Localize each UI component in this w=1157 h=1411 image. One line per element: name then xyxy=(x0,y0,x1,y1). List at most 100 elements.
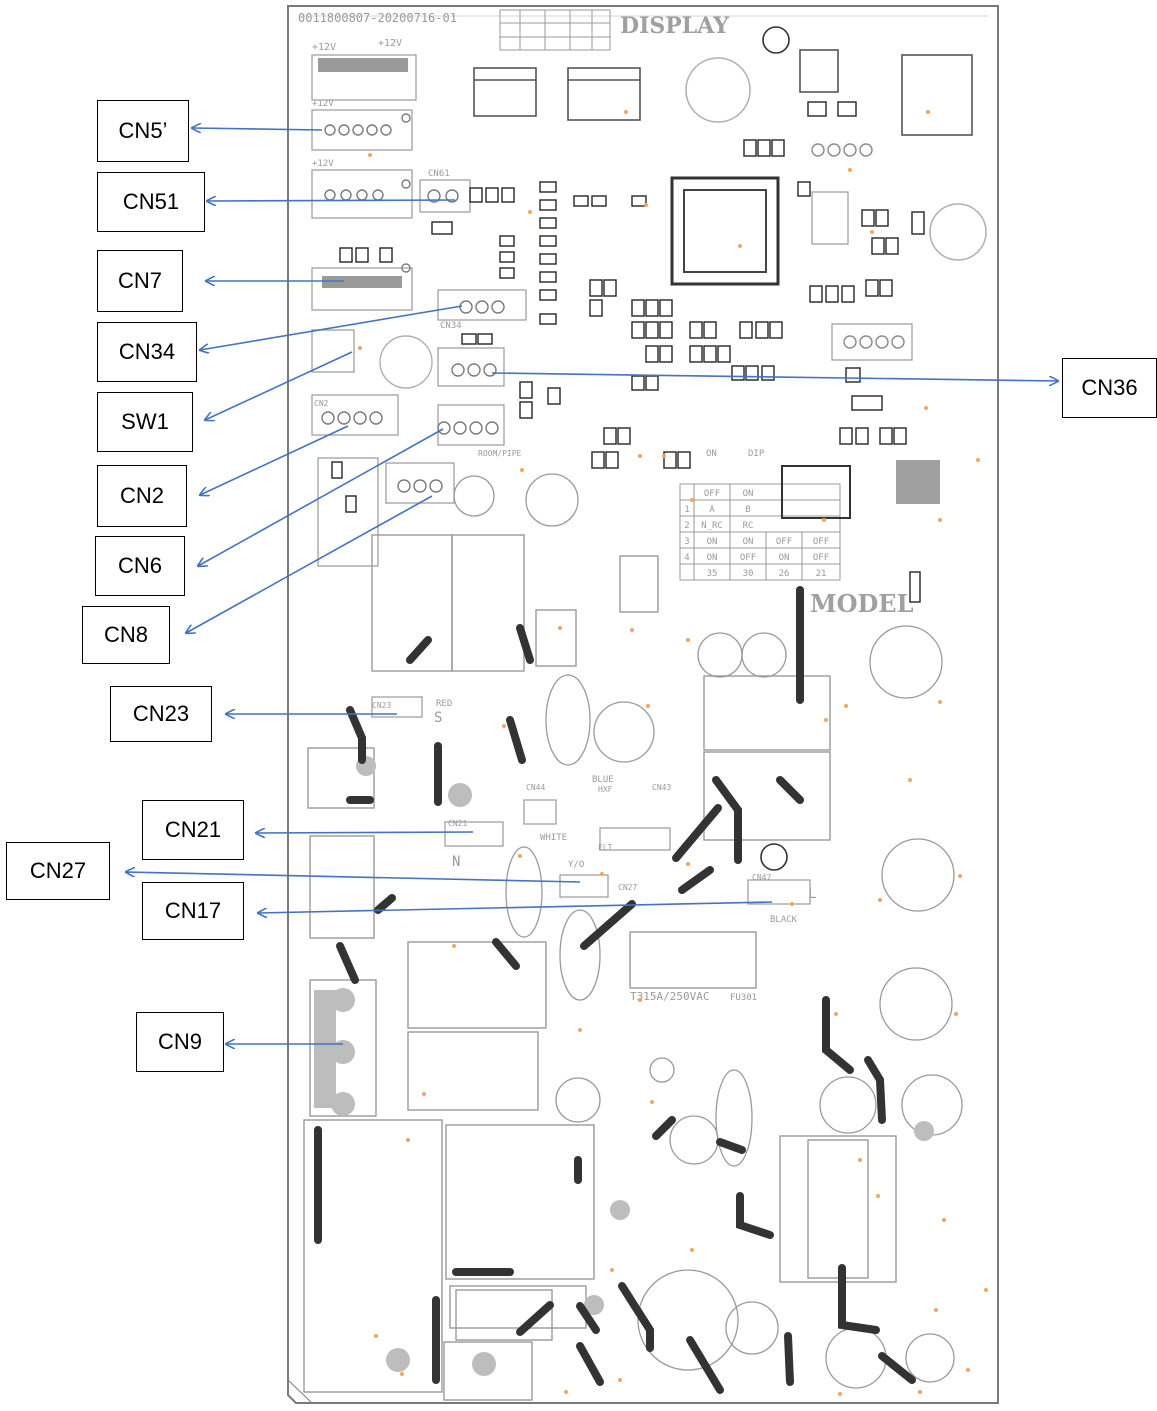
test-point-dot xyxy=(942,1218,946,1222)
relays xyxy=(303,534,897,1401)
dip-cell: OFF xyxy=(740,553,756,563)
test-point-dot xyxy=(690,1248,694,1252)
test-point-dot xyxy=(578,1028,582,1032)
callout-label: CN23 xyxy=(132,701,190,726)
callout-cn7: CN7 xyxy=(97,250,183,312)
test-point-dot xyxy=(520,468,524,472)
header-4pin xyxy=(831,323,913,361)
test-point-dot xyxy=(858,1158,862,1162)
silk-flt: FLT xyxy=(598,843,613,852)
callout-cn36: CN36 xyxy=(1062,358,1157,418)
silk-12v-a: +12V xyxy=(312,42,336,53)
callout-cn5p: CN5’ xyxy=(97,100,189,162)
test-point-dot xyxy=(422,1092,426,1096)
test-point-dot xyxy=(358,346,362,350)
test-point-dot xyxy=(610,1268,614,1272)
callout-cn27: CN27 xyxy=(6,842,110,900)
dip-cell: 26 xyxy=(779,569,790,579)
mcu-ic xyxy=(670,176,780,286)
test-point-dot xyxy=(924,406,928,410)
test-point-dot xyxy=(406,1138,410,1142)
callout-cn6: CN6 xyxy=(95,536,185,596)
regulator-ic xyxy=(781,465,851,519)
silk-cn2: CN2 xyxy=(314,399,329,408)
arrow-sw1 xyxy=(205,351,353,420)
test-points xyxy=(358,110,988,1396)
callout-cn2: CN2 xyxy=(97,465,187,527)
mount-hole xyxy=(762,26,790,54)
callout-sw1: SW1 xyxy=(97,392,193,452)
callout-label: CN9 xyxy=(157,1029,202,1054)
test-point-dot xyxy=(838,1392,842,1396)
sensor-circle xyxy=(929,203,987,261)
silk-cn61: CN61 xyxy=(428,169,450,179)
test-point-dot xyxy=(934,1308,938,1312)
test-point-dot xyxy=(870,230,874,234)
dip-cell: OFF xyxy=(813,553,829,563)
callout-label: CN8 xyxy=(103,622,148,647)
silk-room-pipe: ROOM/PIPE xyxy=(478,449,522,458)
test-point-dot xyxy=(400,1372,404,1376)
dip-cell: 30 xyxy=(743,569,754,579)
silk-cn27: CN27 xyxy=(618,883,637,892)
callout-label: CN7 xyxy=(117,268,162,293)
callout-label: CN27 xyxy=(29,858,87,883)
dip-cell: N_RC xyxy=(701,521,723,531)
regulators xyxy=(473,49,973,136)
arrow-cn17 xyxy=(258,901,773,913)
silk-red: RED xyxy=(436,699,452,709)
callout-cn9: CN9 xyxy=(136,1012,224,1072)
dip-cell: 35 xyxy=(707,569,718,579)
test-point-dot xyxy=(618,1378,622,1382)
test-point-dot xyxy=(938,518,942,522)
callout-cn21: CN21 xyxy=(142,800,244,860)
test-point-dot xyxy=(926,110,930,114)
ac-connectors xyxy=(371,696,811,905)
dip-cell: 21 xyxy=(816,569,827,579)
callout-arrows xyxy=(126,128,1058,1044)
silk-dip: DIP xyxy=(748,449,765,459)
dip-cell: 1 xyxy=(684,505,689,515)
test-point-dot xyxy=(564,1390,568,1394)
arrow-cn27 xyxy=(126,872,581,883)
silk-blue: BLUE xyxy=(592,775,614,785)
dip-cell: A xyxy=(709,505,715,515)
silk-s: S xyxy=(434,710,442,726)
silk-fu301: FU301 xyxy=(730,993,757,1003)
dip-switch-table xyxy=(679,483,841,581)
test-point-dot xyxy=(790,902,794,906)
test-point-dot xyxy=(638,454,642,458)
test-point-dot xyxy=(958,874,962,878)
callout-label: CN17 xyxy=(164,898,222,923)
cn5-pin-strip xyxy=(318,58,408,72)
test-point-dot xyxy=(558,626,562,630)
silk-hxf: HXF xyxy=(598,785,613,794)
test-point-dot xyxy=(686,862,690,866)
thick-traces xyxy=(314,586,916,1394)
dip-cell: RC xyxy=(743,521,754,531)
callout-cn23: CN23 xyxy=(110,686,212,742)
display-label: DISPLAY xyxy=(620,13,729,39)
silk-12v-b: +12V xyxy=(378,38,402,49)
connector-housings xyxy=(311,54,527,567)
test-point-dot xyxy=(646,704,650,708)
test-point-dot xyxy=(686,638,690,642)
test-point-dot xyxy=(630,628,634,632)
test-point-dot xyxy=(966,1368,970,1372)
test-point-dot xyxy=(984,1288,988,1292)
test-point-dot xyxy=(600,872,604,876)
arrow-cn51 xyxy=(207,200,456,201)
buzzer xyxy=(685,57,751,123)
callout-label: SW1 xyxy=(121,409,169,434)
dip-cell: ON xyxy=(707,537,718,547)
callout-cn17: CN17 xyxy=(142,882,244,940)
test-point-dot xyxy=(844,704,848,708)
callout-label: CN6 xyxy=(117,553,162,578)
callout-label: CN5’ xyxy=(118,118,168,143)
arrow-cn6 xyxy=(198,428,444,566)
silk-cn23: CN23 xyxy=(372,701,391,710)
callout-cn8: CN8 xyxy=(82,606,170,664)
silk-l: L xyxy=(808,886,816,902)
dip-cell: ON xyxy=(743,537,754,547)
